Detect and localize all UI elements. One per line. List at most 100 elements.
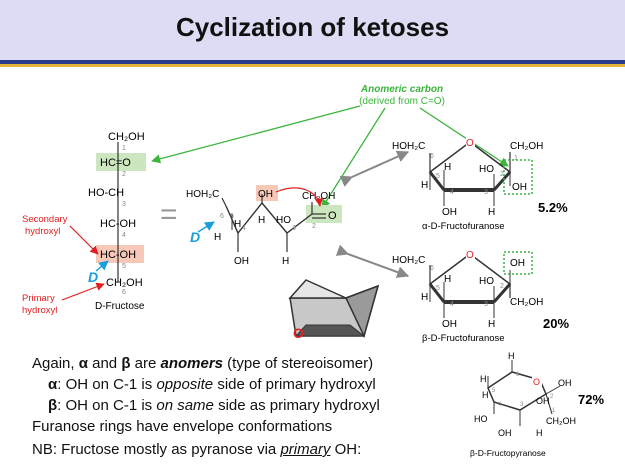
fischer-c4: HC-OH — [100, 218, 136, 230]
svg-text:CH₂OH: CH₂OH — [510, 297, 543, 308]
svg-text:2: 2 — [312, 223, 316, 230]
anomeric-label: Anomeric carbon — [360, 84, 443, 95]
svg-text:O: O — [466, 250, 474, 261]
svg-text:O: O — [533, 377, 540, 387]
svg-text:HOH₂C: HOH₂C — [186, 189, 219, 200]
title-bar — [0, 0, 625, 60]
beta-furanose: O HOH₂C 6 H 5 H OH 4 HO H 3 OH CH₂OH 2 — [392, 248, 543, 330]
fischer-c2: HC=O — [100, 157, 131, 169]
carbonyl-highlight — [96, 153, 146, 171]
svg-text:1: 1 — [122, 145, 126, 152]
d-letter-open: D — [190, 229, 200, 245]
svg-text:6: 6 — [430, 265, 434, 272]
svg-text:3: 3 — [520, 402, 524, 408]
svg-text:HO: HO — [276, 215, 291, 226]
svg-text:H: H — [282, 256, 289, 267]
svg-text:hydroxyl: hydroxyl — [25, 226, 60, 237]
svg-text:H: H — [421, 180, 428, 191]
svg-text:H: H — [536, 428, 543, 438]
fischer-c1: CH₂OH — [108, 131, 145, 143]
svg-text:6: 6 — [122, 289, 126, 296]
svg-text:HOH₂C: HOH₂C — [392, 141, 425, 152]
svg-text:CH₂OH: CH₂OH — [510, 141, 543, 152]
fischer-c3: HO-CH — [88, 187, 124, 199]
svg-text:H: H — [488, 207, 495, 218]
svg-text:OH: OH — [442, 319, 457, 330]
svg-text:5: 5 — [492, 388, 496, 394]
svg-text:6: 6 — [430, 153, 434, 160]
svg-text:OH: OH — [536, 396, 550, 406]
svg-text:CH₂OH: CH₂OH — [546, 416, 576, 426]
anomeric-arrow-alpha — [419, 107, 509, 167]
text-line-envelope: Furanose rings have envelope conformatio… — [32, 418, 333, 435]
svg-text:1: 1 — [552, 408, 556, 414]
fischer-c6: CH₂OH — [106, 277, 143, 289]
svg-text:OH: OH — [234, 256, 249, 267]
alpha-percent: 5.2% — [538, 200, 568, 215]
svg-text:3: 3 — [484, 189, 488, 196]
svg-text:4: 4 — [450, 301, 454, 308]
text-line-beta: β: OH on C-1 is on same side as primary … — [48, 397, 380, 414]
svg-text:H: H — [508, 351, 515, 361]
beta-percent: 20% — [543, 316, 569, 331]
svg-text:3: 3 — [292, 225, 296, 232]
svg-text:H: H — [444, 162, 451, 173]
secondary-arrow — [69, 225, 99, 255]
svg-text:H: H — [488, 319, 495, 330]
svg-text:CH₂OH: CH₂OH — [302, 191, 335, 202]
svg-text:O: O — [466, 138, 474, 149]
text-line-anomers: Again, α and β are anomers (type of ster… — [32, 355, 374, 372]
svg-text:hydroxyl: hydroxyl — [22, 305, 57, 316]
text-line-nb: NB: Fructose mostly as pyranose via prim… — [32, 441, 362, 458]
primary-label: Primary — [22, 293, 55, 304]
d-fructose-label: D-Fructose — [95, 301, 145, 312]
svg-text:O: O — [328, 210, 337, 222]
attack-arrow — [275, 187, 324, 207]
svg-text:H: H — [480, 374, 487, 384]
svg-text:H: H — [444, 274, 451, 285]
beta-pyranose: O H 6 H 5 HO H 4 OH H 3 OH CH₂OH OH 2 1 — [474, 351, 576, 438]
svg-text:OH: OH — [558, 378, 572, 388]
svg-text:2: 2 — [550, 394, 554, 400]
svg-text:O: O — [293, 325, 304, 341]
svg-text:OH: OH — [258, 189, 273, 200]
svg-text:OH: OH — [512, 182, 527, 193]
svg-text:3: 3 — [484, 301, 488, 308]
alpha-furanose-label: α-D-Fructofuranose — [422, 221, 505, 232]
svg-text:5: 5 — [436, 173, 440, 180]
primary-arrow — [61, 282, 105, 301]
svg-text:4: 4 — [498, 402, 502, 408]
svg-text:H: H — [482, 390, 489, 400]
svg-text:OH: OH — [442, 207, 457, 218]
svg-text:HO: HO — [474, 414, 488, 424]
text-line-alpha: α: OH on C-1 is opposite side of primary… — [48, 376, 376, 393]
equals-sign: = — [160, 198, 178, 231]
svg-text:6: 6 — [516, 372, 520, 378]
svg-text:OH: OH — [510, 258, 525, 269]
svg-text:OH: OH — [498, 428, 512, 438]
svg-text:6: 6 — [220, 213, 224, 220]
envelope-conformation: O — [288, 279, 380, 341]
beta-furanose-label: β-D-Fructofuranose — [422, 333, 505, 344]
svg-text:5: 5 — [436, 285, 440, 292]
svg-text:2: 2 — [122, 171, 126, 178]
svg-text:H: H — [258, 215, 265, 226]
page-title: Cyclization of ketoses — [175, 12, 450, 42]
svg-text:HOH₂C: HOH₂C — [392, 255, 425, 266]
svg-text:4: 4 — [122, 232, 126, 239]
svg-text:H: H — [421, 292, 428, 303]
fructose-cyclization-diagram: Anomeric carbon (derived from C=O) CH₂OH… — [22, 84, 604, 458]
svg-text:HO: HO — [479, 164, 494, 175]
d-letter-fischer: D — [88, 269, 98, 285]
svg-text:4: 4 — [242, 225, 246, 232]
svg-text:1: 1 — [514, 155, 518, 162]
svg-text:HO: HO — [479, 276, 494, 287]
pyranose-label: β-D-Fructopyranose — [470, 448, 546, 458]
pyranose-percent: 72% — [578, 392, 604, 407]
svg-text:4: 4 — [450, 189, 454, 196]
svg-text:2: 2 — [500, 283, 504, 290]
equilibrium-arrow-alpha — [339, 150, 410, 187]
svg-text:2: 2 — [500, 171, 504, 178]
svg-text:H: H — [234, 219, 241, 230]
equilibrium-arrow-beta — [335, 244, 410, 278]
